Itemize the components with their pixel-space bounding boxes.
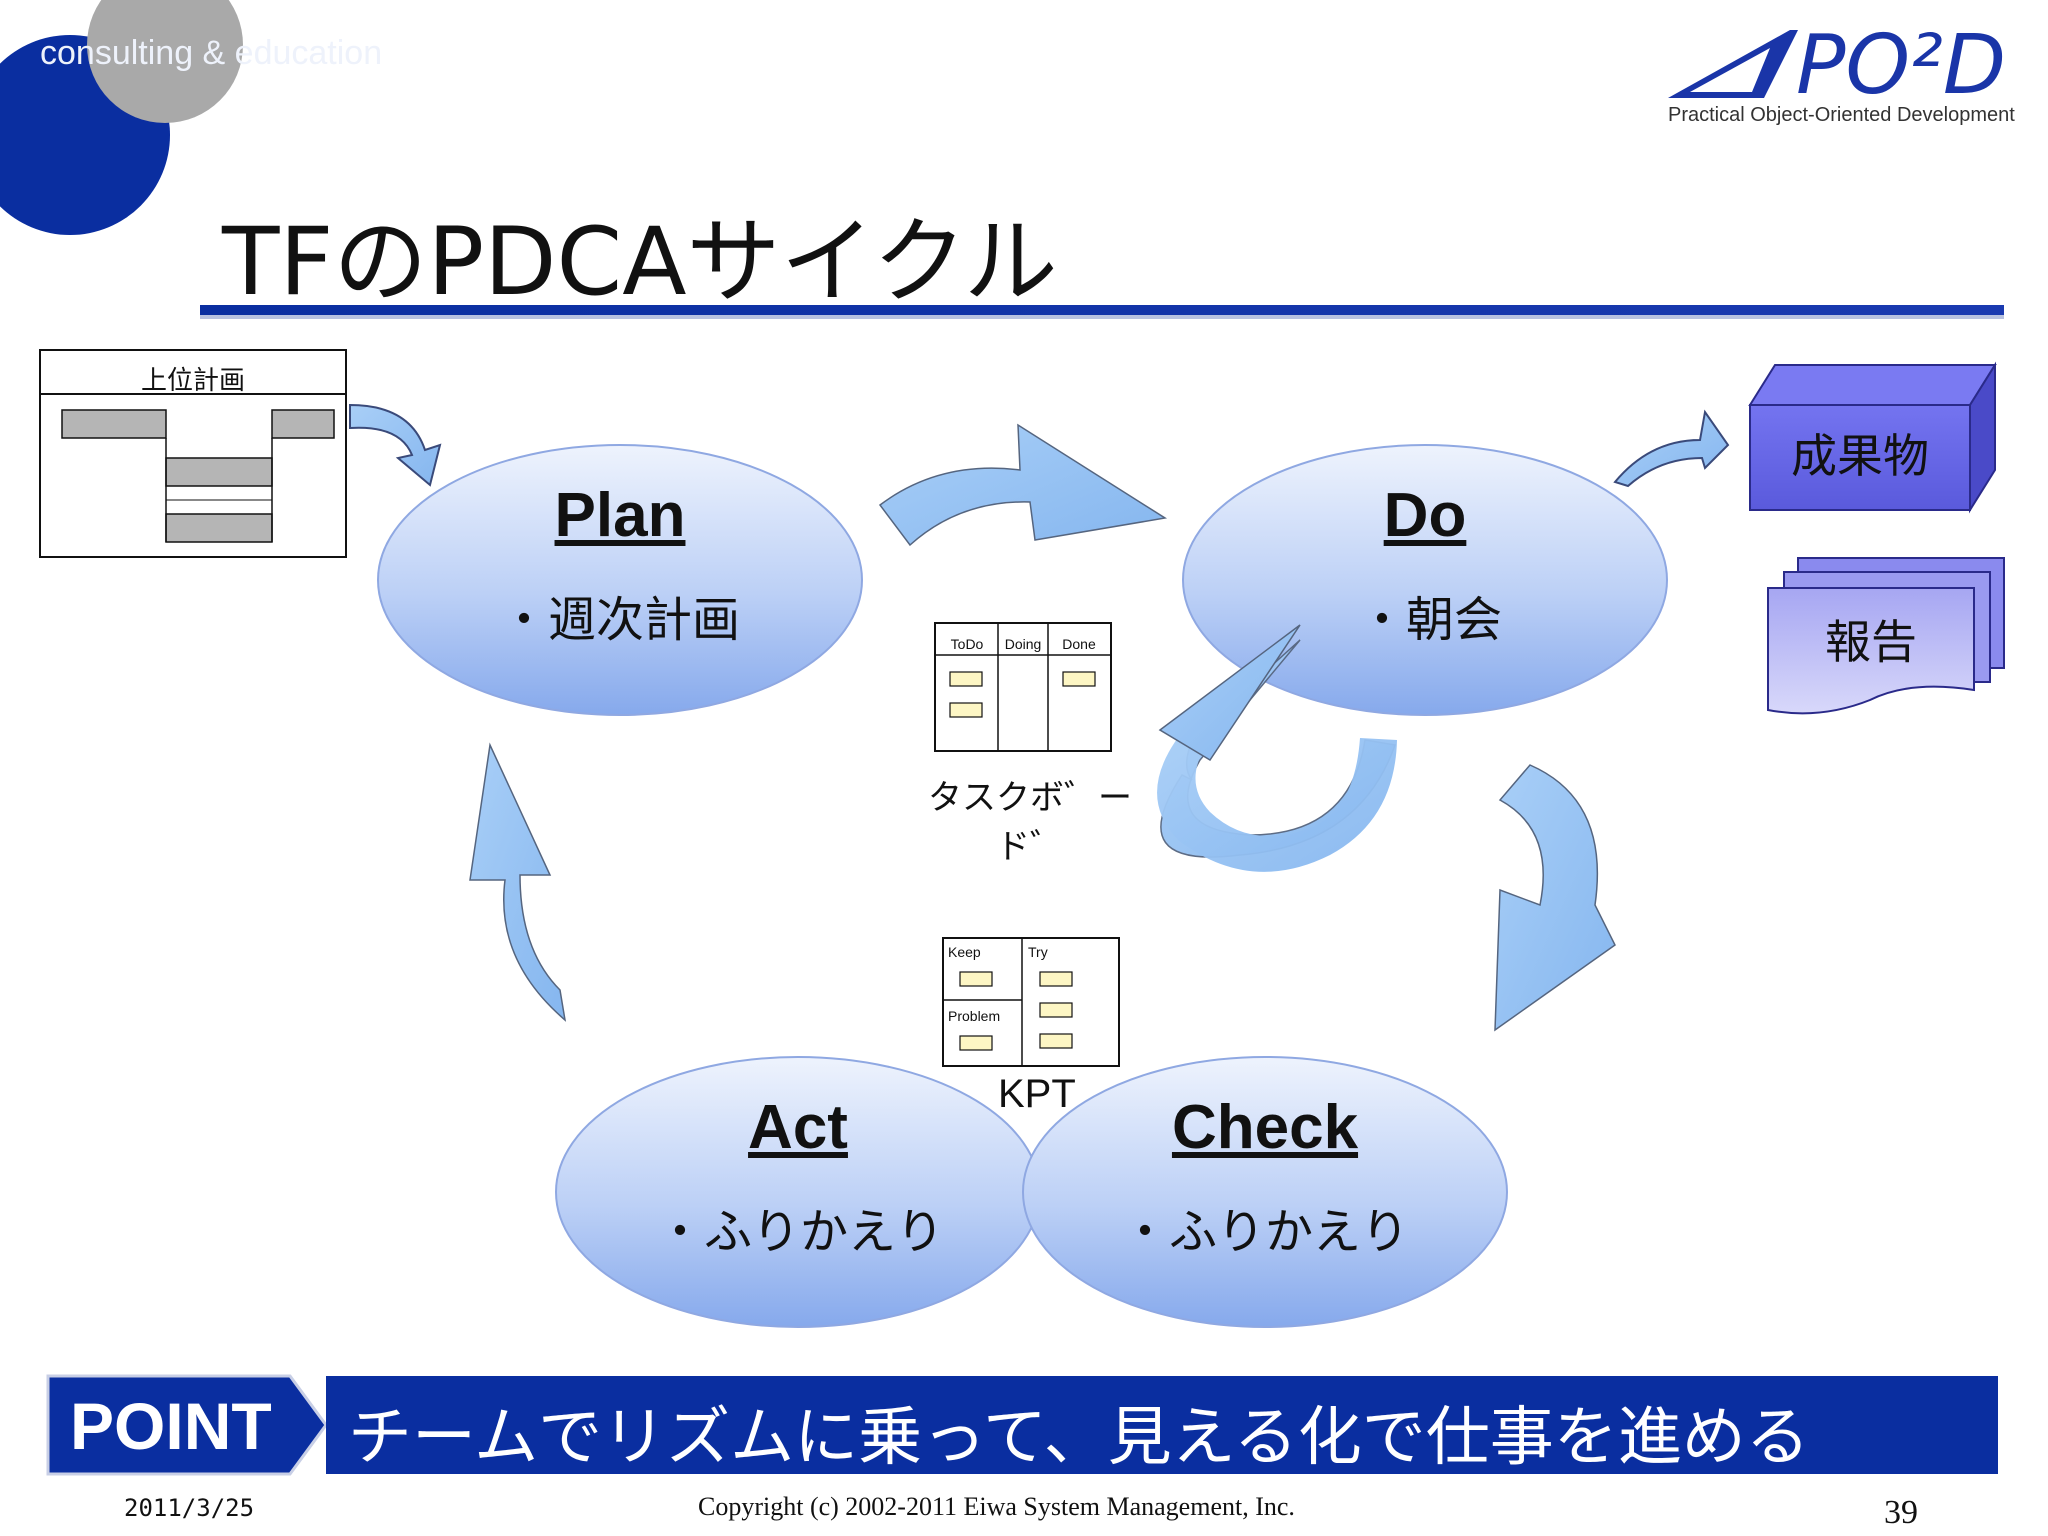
point-text-bar [326, 1376, 1998, 1474]
taskboard-col-doing: Doing [1004, 636, 1042, 652]
sticky-note [1062, 671, 1096, 687]
brand-circle-gray [87, 0, 243, 123]
check-label: Check [1171, 1093, 1359, 1162]
kpt-caption: KPT [998, 1072, 1076, 1116]
upper-plan-label: 上位計画 [140, 366, 245, 396]
taskboard-col-todo: ToDo [950, 636, 984, 652]
sticky-note [1039, 971, 1073, 987]
slide-title: TFのPDCAサイクル [222, 208, 1058, 317]
gantt-bar [271, 409, 335, 439]
do-sub: ・朝会 [1357, 592, 1502, 648]
kpt-try: Try [1028, 944, 1048, 960]
plan-sub: ・週次計画 [499, 592, 740, 648]
do-ellipse [1182, 444, 1668, 716]
gantt-bar [165, 457, 273, 487]
gantt-bar [165, 513, 273, 543]
deliverable-label: 成果物 [1791, 429, 1929, 483]
arrow-do-to-deliverable [1613, 409, 1730, 488]
point-label-arrow [46, 1374, 328, 1476]
page-number: 39 [1884, 1494, 1918, 1531]
do-label: Do [1383, 481, 1467, 550]
upper-plan-chart [39, 349, 347, 558]
gantt-bar [61, 409, 167, 439]
kpt-keep: Keep [948, 944, 981, 960]
check-ellipse [1022, 1056, 1508, 1328]
taskboard [934, 622, 1112, 752]
kpt-problem: Problem [948, 1008, 1001, 1024]
plan-ellipse [377, 444, 863, 716]
footer-copyright: Copyright (c) 2002-2011 Eiwa System Mana… [698, 1492, 1295, 1521]
arrow-upper-to-plan [349, 403, 442, 487]
plan-label: Plan [554, 481, 686, 550]
logo-triangle [1668, 30, 1798, 98]
pdca-diagram [39, 349, 2005, 1328]
logo-subtitle: Practical Object-Oriented Development [1668, 104, 2015, 126]
check-sub: ・ふりかえり [1120, 1204, 1409, 1260]
act-sub: ・ふりかえり [655, 1204, 944, 1260]
act-label: Act [748, 1093, 848, 1162]
title-underline [200, 305, 2004, 315]
kpt-board [942, 937, 1120, 1067]
point-text: チームでリズムに乗って、見える化で仕事を進める [348, 1401, 1810, 1475]
sticky-note [1039, 1002, 1073, 1018]
report-documents [1767, 557, 2005, 715]
taskboard-caption: タスクボ゛ード゛ [928, 778, 1132, 867]
sticky-note [949, 702, 983, 718]
report-label: 報告 [1825, 615, 1917, 669]
header-tagline: consulting & education [40, 34, 383, 72]
sticky-note [959, 971, 993, 987]
point-banner [46, 1374, 1998, 1476]
footer-date: 2011/3/25 [124, 1494, 255, 1522]
point-label: POINT [70, 1389, 272, 1463]
deliverable-box [1748, 361, 1997, 514]
logo: PO²D [1796, 18, 2007, 113]
sticky-note [949, 671, 983, 687]
sticky-note [1039, 1033, 1073, 1049]
sticky-note [959, 1035, 993, 1051]
taskboard-col-done: Done [1062, 636, 1096, 652]
arrow-act-to-plan [469, 742, 567, 1022]
arrow-do-to-check [1494, 764, 1616, 1032]
arrow-plan-to-do [878, 423, 1168, 547]
header-graphic [0, 0, 2004, 319]
